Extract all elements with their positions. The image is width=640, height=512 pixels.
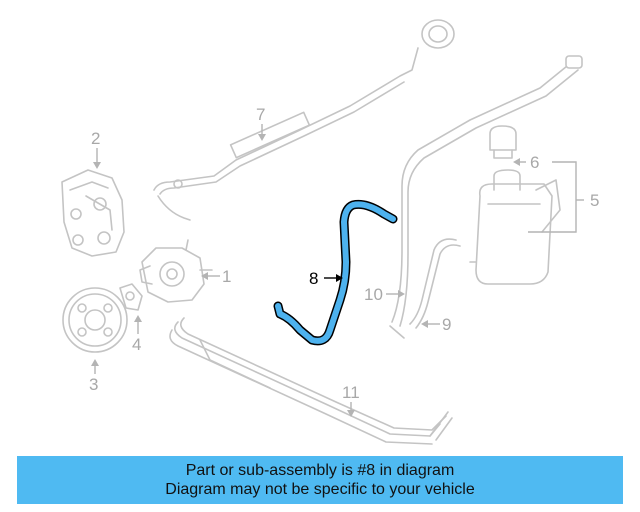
banner-line-disclaimer: Diagram may not be specific to your vehi… xyxy=(165,481,475,498)
part-9-short-hose xyxy=(409,238,461,329)
callout-4: 4 xyxy=(132,335,141,354)
part-6-cap xyxy=(489,125,517,159)
part-7-pressure-line xyxy=(153,19,455,221)
part-2-bracket xyxy=(61,169,125,257)
part-4-gasket xyxy=(119,283,143,311)
callout-2: 2 xyxy=(91,129,100,148)
part-3-pulley xyxy=(62,287,128,353)
info-banner: Part or sub-assembly is #8 in diagram Di… xyxy=(17,456,623,504)
banner-line-part: Part or sub-assembly is #8 in diagram xyxy=(185,462,455,479)
callout-11: 11 xyxy=(342,383,360,402)
callout-3: 3 xyxy=(89,375,98,394)
callout-5: 5 xyxy=(590,191,599,210)
part-1-pump xyxy=(139,239,213,303)
callout-6: 6 xyxy=(530,153,539,172)
callout-1: 1 xyxy=(222,267,231,286)
callout-7: 7 xyxy=(256,105,265,124)
part-10-return-line xyxy=(389,55,583,339)
callout-9: 9 xyxy=(442,315,451,334)
callout-10: 10 xyxy=(364,285,383,304)
callout-numbers: 1 2 3 4 5 6 7 8 9 10 11 xyxy=(89,105,599,402)
callout-leaders xyxy=(91,124,584,417)
callout-8: 8 xyxy=(309,269,318,288)
part-5-reservoir xyxy=(469,169,561,285)
part-11-cooler-pipes xyxy=(169,317,453,445)
part-8-return-hose xyxy=(273,199,398,346)
